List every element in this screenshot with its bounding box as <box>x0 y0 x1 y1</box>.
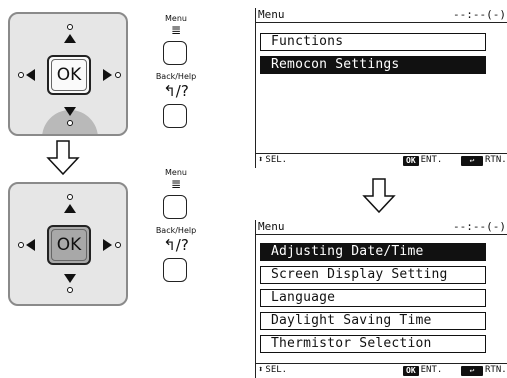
left-arrow-button[interactable] <box>26 69 35 81</box>
right-arrow-button[interactable] <box>103 69 112 81</box>
down-outline-arrow-icon <box>46 140 80 176</box>
menu-label: Menu <box>165 168 187 177</box>
right-arrow-button[interactable] <box>103 239 112 251</box>
menu-item[interactable]: Remocon Settings <box>260 56 486 74</box>
menu-icon: ≣ <box>170 177 182 191</box>
back-help-icon: ↰/? <box>163 236 189 254</box>
back-help-label: Back/Help <box>155 226 197 235</box>
return-key-icon: ↩ <box>461 365 483 376</box>
left-arrow-button[interactable] <box>26 239 35 251</box>
menu-icon: ≣ <box>170 23 182 37</box>
menu-button[interactable] <box>163 195 187 219</box>
back-help-icon: ↰/? <box>163 82 189 100</box>
dot-icon <box>67 120 73 126</box>
footer-ent-label: ENT. <box>420 155 443 165</box>
screen-footer: ⬍ SEL. OK ENT. ↩ RTN. <box>256 153 507 167</box>
menu-item[interactable]: Screen Display Setting <box>260 266 486 284</box>
dot-icon <box>67 194 73 200</box>
back-help-button[interactable] <box>163 258 187 282</box>
ok-button-frame <box>51 59 87 91</box>
ok-button-frame <box>51 229 87 261</box>
footer-sel-label: SEL. <box>265 155 288 165</box>
dot-icon <box>115 72 121 78</box>
clock-status: --:--(-) <box>453 8 506 21</box>
footer-ent-label: ENT. <box>420 365 443 375</box>
footer-return-hint: ↩ RTN. <box>461 154 507 167</box>
ok-button-label: OK <box>56 235 82 255</box>
dot-icon <box>18 242 24 248</box>
ok-key-icon: OK <box>403 155 419 166</box>
ok-button[interactable]: OK <box>47 55 91 95</box>
up-arrow-button[interactable] <box>64 34 76 43</box>
screen-footer: ⬍ SEL. OK ENT. ↩ RTN. <box>256 363 507 377</box>
menu-item[interactable]: Language <box>260 289 486 307</box>
screen-title: Menu <box>258 8 285 21</box>
menu-button[interactable] <box>163 41 187 65</box>
up-down-icon: ⬍ <box>258 365 264 375</box>
footer-select-hint: ⬍ SEL. <box>258 154 287 167</box>
remote-pad-top: OK <box>8 12 128 136</box>
footer-return-hint: ↩ RTN. <box>461 364 507 377</box>
return-key-icon: ↩ <box>461 155 483 166</box>
dot-icon <box>67 24 73 30</box>
dot-icon <box>115 242 121 248</box>
ok-key-icon: OK <box>403 365 419 376</box>
footer-sel-label: SEL. <box>265 365 288 375</box>
menu-label: Menu <box>165 14 187 23</box>
menu-item[interactable]: Daylight Saving Time <box>260 312 486 330</box>
down-arrow-button[interactable] <box>64 107 76 116</box>
ok-button[interactable]: OK <box>47 225 91 265</box>
down-arrow-button[interactable] <box>64 274 76 283</box>
footer-rtn-label: RTN. <box>485 365 507 375</box>
screen-header: Menu --:--(-) <box>256 220 507 235</box>
up-down-icon: ⬍ <box>258 155 264 165</box>
dot-icon <box>67 287 73 293</box>
clock-status: --:--(-) <box>453 220 506 233</box>
screen-header: Menu --:--(-) <box>256 8 507 23</box>
footer-enter-hint: OK ENT. <box>403 154 442 167</box>
back-help-button[interactable] <box>163 104 187 128</box>
menu-item[interactable]: Functions <box>260 33 486 51</box>
screen-title: Menu <box>258 220 285 233</box>
footer-rtn-label: RTN. <box>485 155 507 165</box>
footer-select-hint: ⬍ SEL. <box>258 364 287 377</box>
remote-pad-bottom: OK <box>8 182 128 306</box>
up-arrow-button[interactable] <box>64 204 76 213</box>
ok-button-label: OK <box>56 65 82 85</box>
menu-item[interactable]: Thermistor Selection <box>260 335 486 353</box>
footer-enter-hint: OK ENT. <box>403 364 442 377</box>
menu-item[interactable]: Adjusting Date/Time <box>260 243 486 261</box>
back-help-label: Back/Help <box>155 72 197 81</box>
down-outline-arrow-icon <box>362 178 396 214</box>
dot-icon <box>18 72 24 78</box>
